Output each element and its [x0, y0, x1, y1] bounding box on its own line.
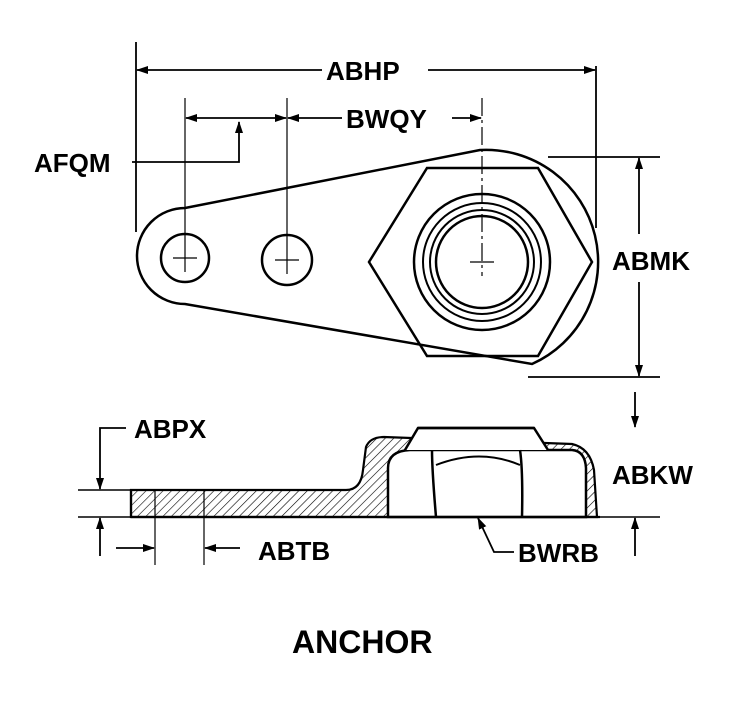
dimension-abmk: ABMK: [528, 156, 690, 378]
label-bwrb: BWRB: [518, 538, 599, 568]
side-nut: [386, 448, 588, 519]
dimension-abhp: ABHP: [135, 42, 597, 232]
side-nut-top: [403, 426, 550, 451]
label-abpx: ABPX: [134, 414, 207, 444]
dimension-bwqy: BWQY: [185, 104, 482, 134]
dimension-afqm: AFQM: [34, 121, 243, 178]
dimension-abkw: ABKW: [592, 392, 693, 556]
label-abhp: ABHP: [326, 56, 400, 86]
label-bwqy: BWQY: [346, 104, 427, 134]
hex-nut: [367, 166, 594, 358]
side-view: [129, 426, 600, 519]
bracket-outline: [135, 148, 600, 366]
top-view: [135, 98, 600, 366]
dimension-bwrb: BWRB: [477, 517, 599, 568]
dimension-abpx: ABPX: [78, 414, 207, 556]
label-afqm: AFQM: [34, 148, 111, 178]
label-abmk: ABMK: [612, 246, 690, 276]
dimension-abtb: ABTB: [116, 490, 330, 566]
label-abkw: ABKW: [612, 460, 693, 490]
diagram-title: ANCHOR: [292, 624, 432, 660]
label-abtb: ABTB: [258, 536, 330, 566]
